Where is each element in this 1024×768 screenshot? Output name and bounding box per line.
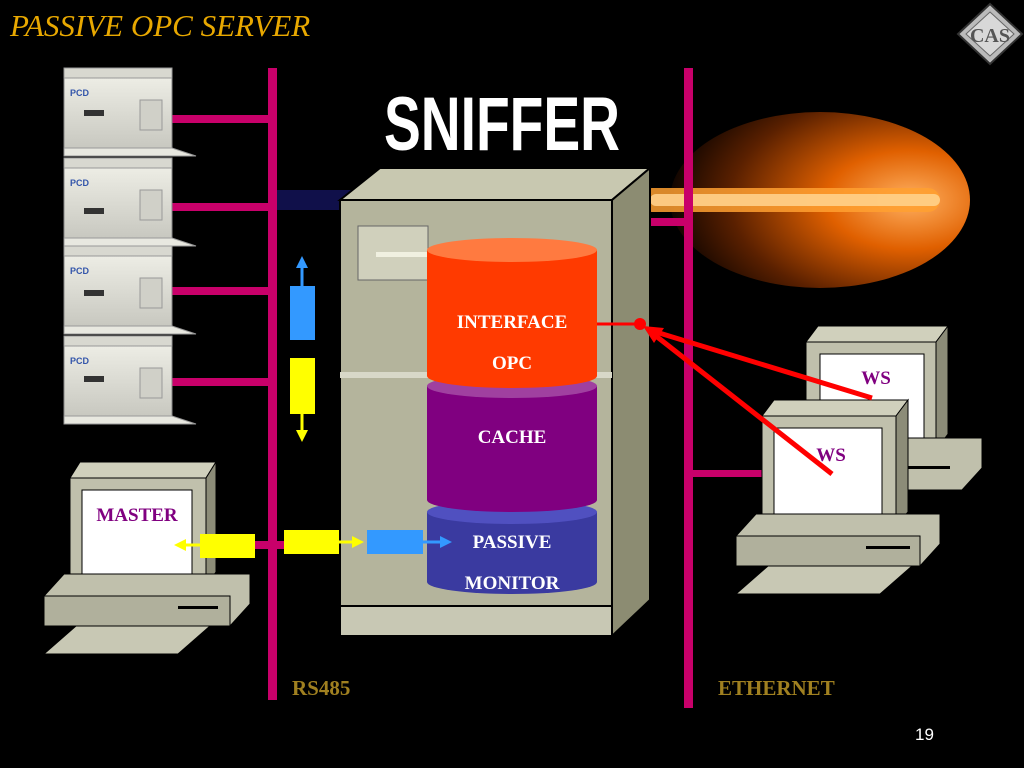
monitor-label-line1: PASSIVE	[472, 532, 552, 553]
ws-label-1: WS	[861, 368, 891, 389]
page-number: 19	[915, 725, 934, 744]
cas-logo: CAS	[956, 2, 1024, 66]
sniffer-title: SNIFFER	[381, 79, 623, 160]
ethernet-label: ETHERNET	[718, 676, 835, 700]
master-pc	[42, 460, 251, 655]
ethernet-bus	[650, 68, 765, 708]
interface-label-line1: INTERFACE	[456, 312, 568, 333]
red-arrows	[597, 318, 873, 476]
vertical-arrows	[290, 256, 315, 442]
svg-text:PCD: PCD	[70, 178, 90, 188]
sniffer-beam	[600, 110, 970, 290]
svg-text:PCD: PCD	[70, 266, 90, 276]
svg-text:PCD: PCD	[70, 88, 90, 98]
rs485-label: RS485	[292, 676, 351, 700]
logo-text: CAS	[970, 25, 1010, 47]
slide-title: PASSIVE OPC SERVER	[10, 8, 311, 43]
svg-text:PCD: PCD	[70, 356, 90, 366]
interface-opc-cylinder	[427, 238, 597, 388]
ws-label-2: WS	[816, 445, 846, 466]
sniffer-label: SNIFFER	[384, 82, 620, 160]
plc-stack: PCD PCD PCD PCD	[63, 67, 197, 425]
monitor-label-line2: MONITOR	[464, 573, 560, 594]
master-label: MASTER	[96, 505, 178, 526]
interface-label-line2: OPC	[491, 353, 533, 374]
cache-label: CACHE	[477, 427, 547, 448]
horizontal-arrows	[174, 530, 452, 558]
